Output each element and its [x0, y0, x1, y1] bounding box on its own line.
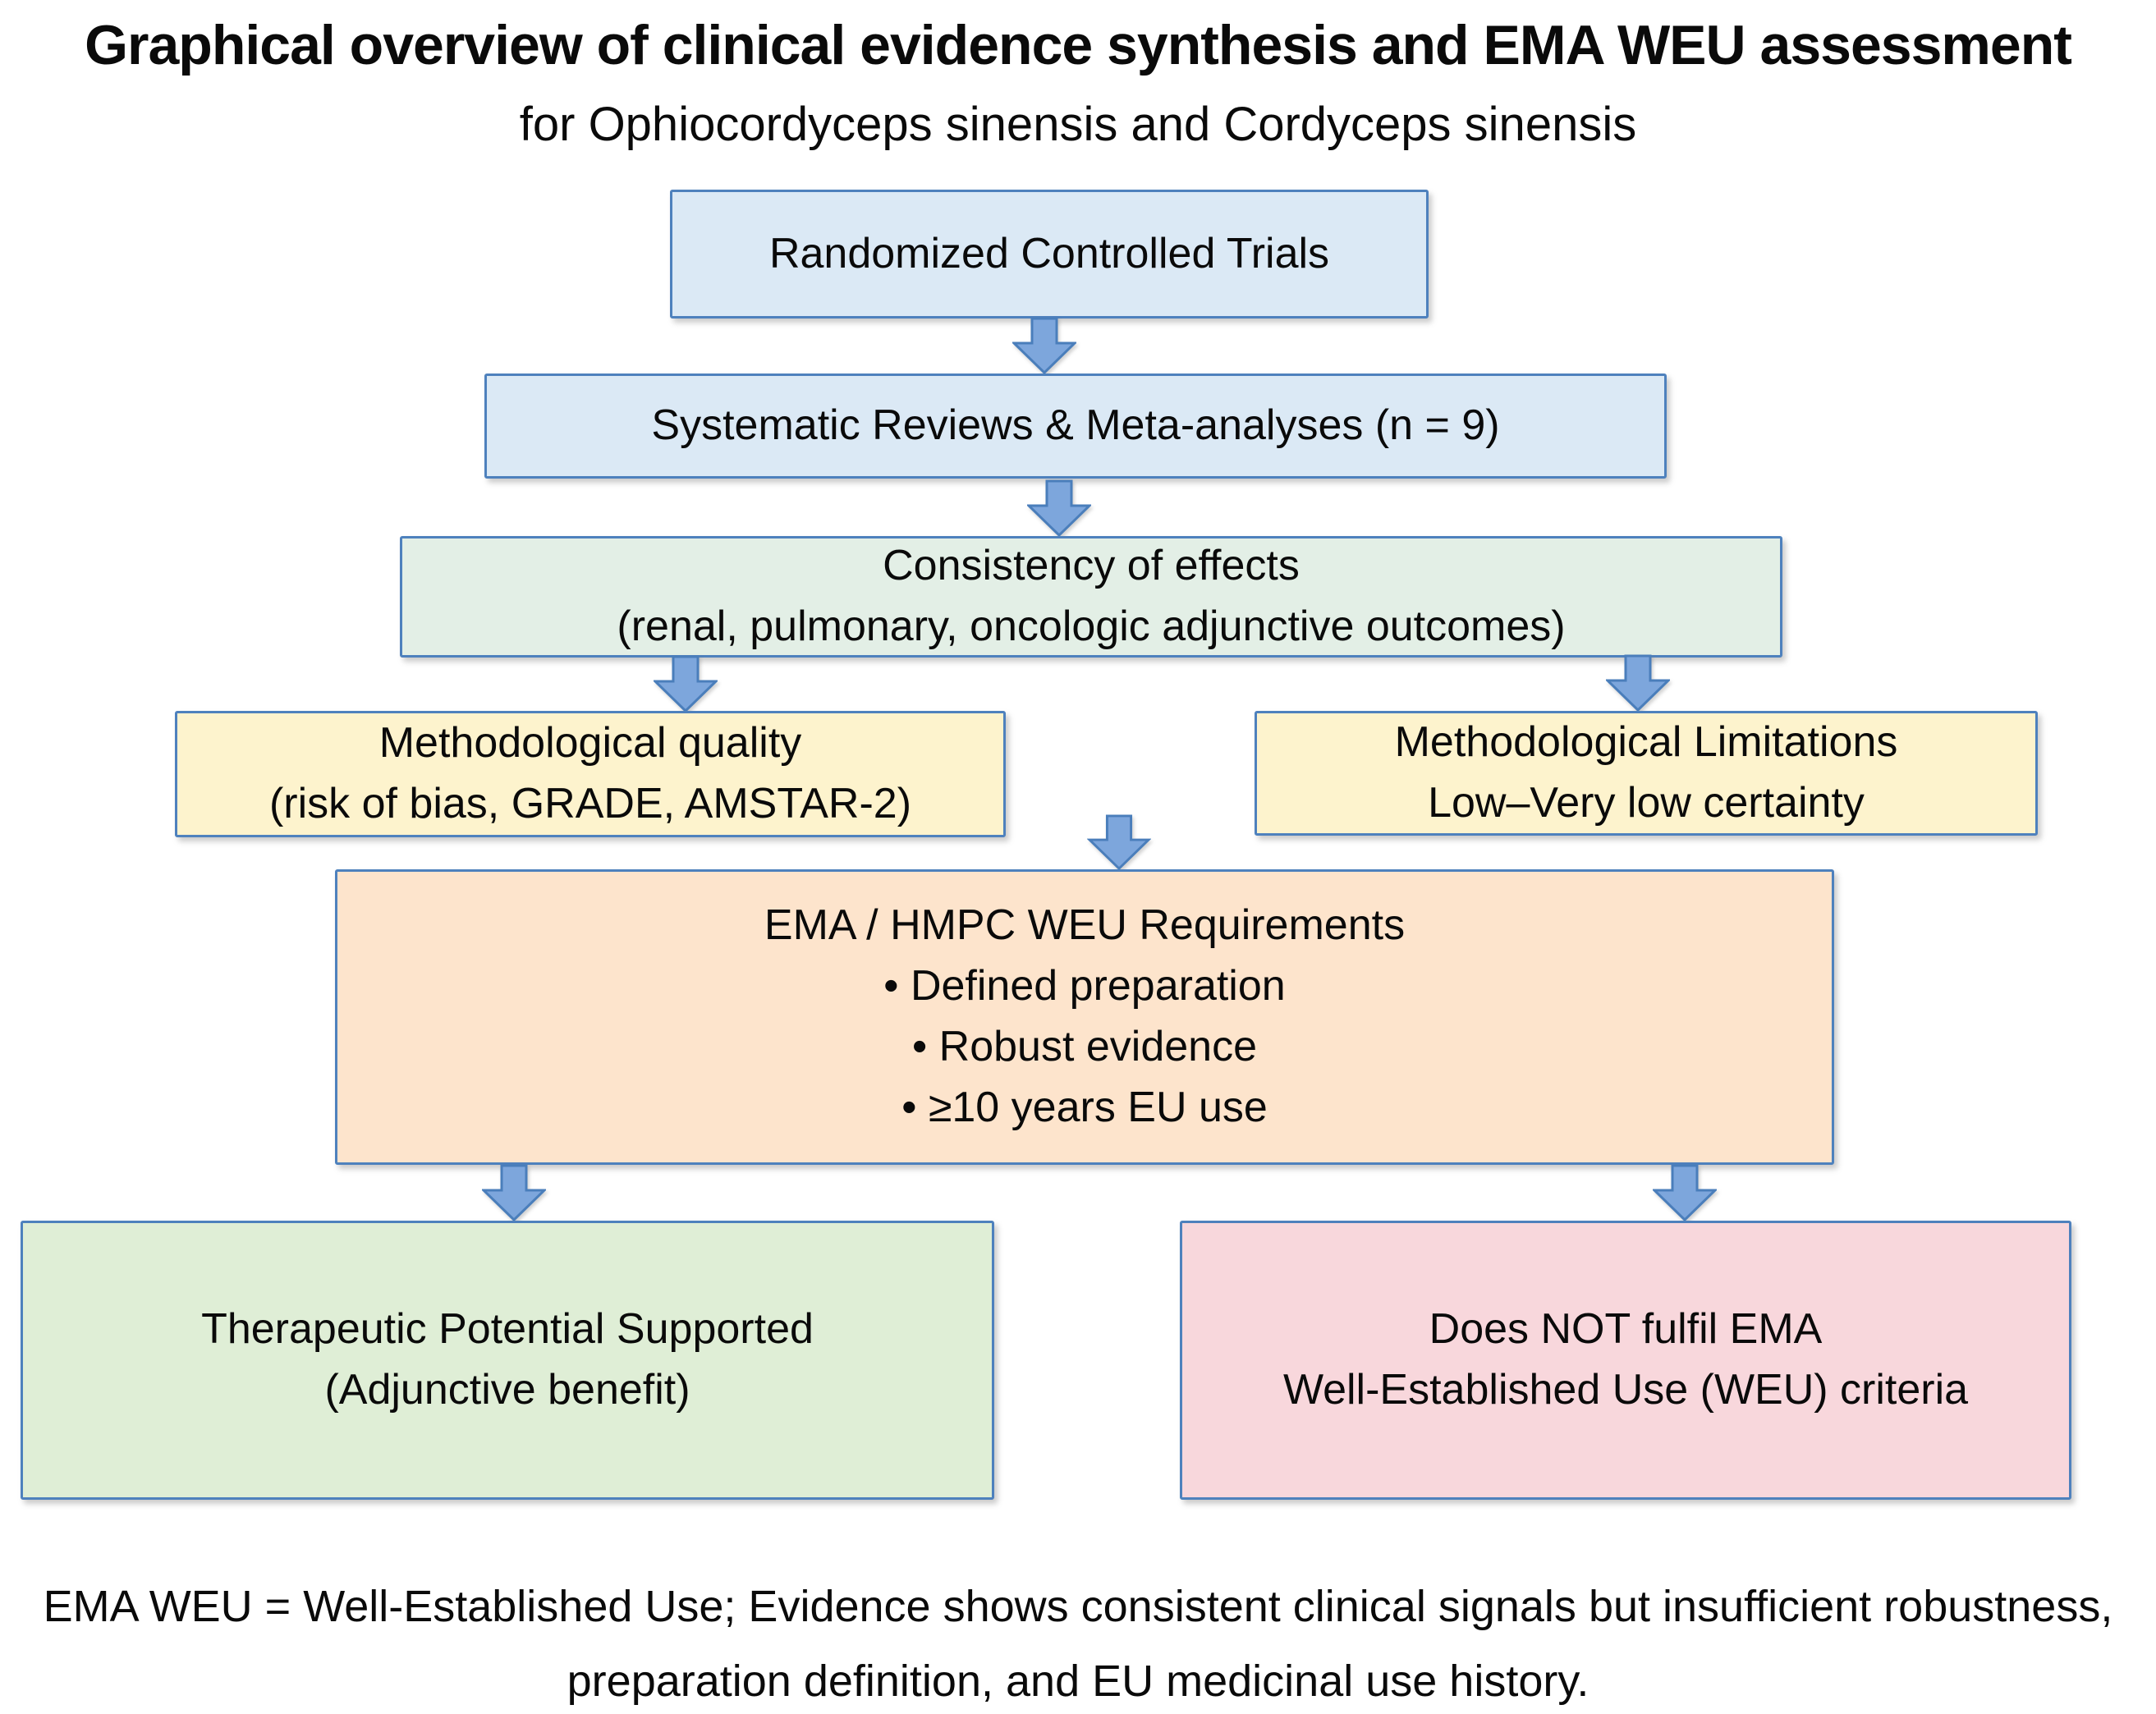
down-arrow-icon [1653, 1164, 1717, 1221]
diagram-title: Graphical overview of clinical evidence … [85, 14, 2072, 76]
box-line: Consistency of effects [883, 542, 1300, 590]
box-systematic-reviews: Systematic Reviews & Meta-analyses (n = … [484, 374, 1667, 479]
box-line: Systematic Reviews & Meta-analyses (n = … [651, 401, 1500, 450]
diagram-subtitle: for Ophiocordyceps sinensis and Cordycep… [519, 98, 1637, 151]
down-arrow-icon [1087, 814, 1151, 870]
box-ema-hmpc-weu-requirements: EMA / HMPC WEU Requirements • Defined pr… [335, 869, 1834, 1165]
box-line: • Robust evidence [911, 1023, 1257, 1070]
box-line: (Adjunctive benefit) [324, 1366, 690, 1414]
footer-line: EMA WEU = Well-Established Use; Evidence… [43, 1582, 1576, 1631]
box-does-not-fulfil-weu: Does NOT fulfil EMA Well-Established Use… [1180, 1221, 2071, 1500]
down-arrow-icon [482, 1164, 546, 1221]
box-line: Randomized Controlled Trials [768, 229, 1330, 277]
box-methodological-quality: Methodological quality (risk of bias, GR… [175, 711, 1006, 837]
box-line: EMA / HMPC WEU Requirements [764, 901, 1406, 950]
box-line: Methodological Limitations [1394, 718, 1898, 767]
box-line: Well-Established Use (WEU) criteria [1282, 1366, 1969, 1414]
box-line: • Defined preparation [883, 962, 1286, 1011]
down-arrow-icon [1012, 317, 1076, 374]
box-line: Low–Very low certainty [1428, 779, 1865, 827]
box-line: Therapeutic Potential Supported [201, 1305, 814, 1354]
down-arrow-icon [1027, 479, 1091, 537]
box-line: (risk of bias, GRADE, AMSTAR-2) [268, 780, 912, 827]
footer-line: but insufficient robustness, preparation… [567, 1582, 2113, 1706]
box-line: Does NOT fulfil EMA [1429, 1305, 1823, 1354]
footer-note: EMA WEU = Well-Established Use; Evidence… [0, 1570, 2156, 1714]
box-therapeutic-potential-supported: Therapeutic Potential Supported (Adjunct… [21, 1221, 994, 1500]
box-line: Methodological quality [378, 719, 802, 768]
box-methodological-limitations: Methodological Limitations Low–Very low … [1255, 711, 2038, 836]
box-line: • ≥10 years EU use [901, 1083, 1268, 1131]
box-randomized-controlled-trials: Randomized Controlled Trials [670, 190, 1429, 319]
down-arrow-icon [654, 655, 718, 713]
box-consistency-of-effects: Consistency of effects (renal, pulmonary… [400, 536, 1782, 658]
box-line: (renal, pulmonary, oncologic adjunctive … [617, 603, 1566, 650]
down-arrow-icon [1606, 654, 1670, 712]
